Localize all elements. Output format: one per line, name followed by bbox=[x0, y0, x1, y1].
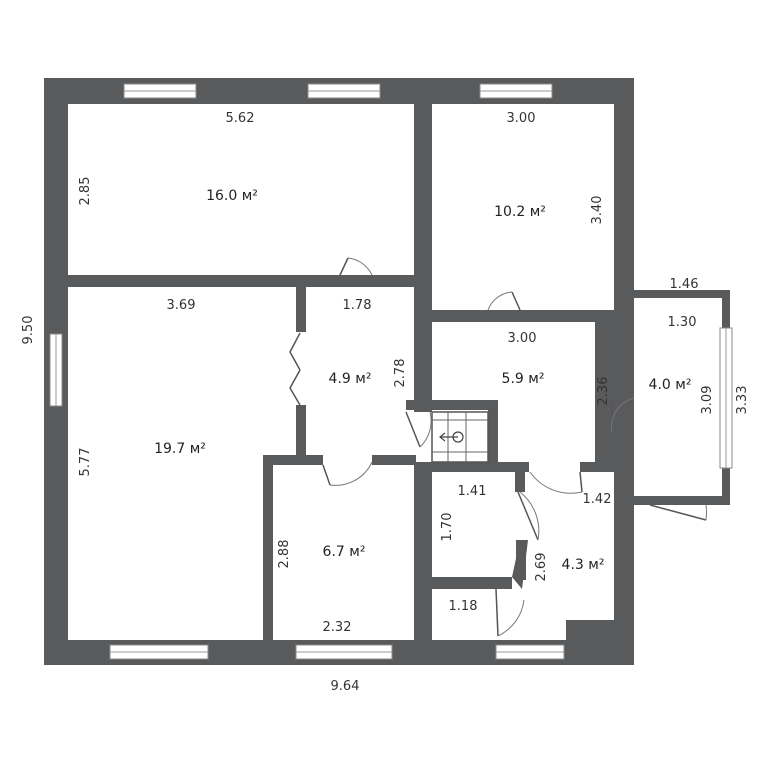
window-bottom-1 bbox=[109, 644, 209, 660]
dim-room-top-right-width: 3.00 bbox=[507, 111, 536, 126]
dim-room-wc-width: 1.41 bbox=[458, 484, 487, 499]
dim-room-annex-height: 3.09 bbox=[700, 386, 715, 415]
door-middle-room bbox=[322, 461, 373, 486]
area-room-top-right: 10.2 м² bbox=[494, 204, 546, 220]
dim-room-top-right-height: 3.40 bbox=[590, 196, 605, 225]
dim-room-hall-height: 2.78 bbox=[393, 359, 408, 388]
dim-room-left-large-width: 3.69 bbox=[167, 298, 196, 313]
dim-room-hall-width: 1.78 bbox=[343, 298, 372, 313]
windows bbox=[49, 83, 733, 660]
area-room-annex: 4.0 м² bbox=[649, 377, 692, 393]
door-top-left-room bbox=[339, 257, 373, 276]
overall-width: 9.64 bbox=[331, 679, 360, 694]
window-top-2 bbox=[307, 83, 381, 99]
door-annex-exterior bbox=[649, 504, 708, 521]
door-closet bbox=[495, 588, 525, 637]
dim-room-wc-height: 1.70 bbox=[440, 513, 455, 542]
area-room-top-left: 16.0 м² bbox=[206, 188, 258, 204]
dim-room-top-left-height: 2.85 bbox=[78, 177, 93, 206]
window-top-3 bbox=[479, 83, 553, 99]
dim-room-small-middle-height: 2.88 bbox=[277, 540, 292, 569]
window-top-1 bbox=[123, 83, 197, 99]
area-room-small-middle: 6.7 м² bbox=[323, 544, 366, 560]
dim-annex-outer-width: 1.46 bbox=[670, 277, 699, 292]
staircase bbox=[431, 411, 489, 463]
dim-room-small-middle-width: 2.32 bbox=[323, 620, 352, 635]
door-bath bbox=[529, 471, 583, 494]
window-bottom-2 bbox=[295, 644, 393, 660]
door-hall-bifold bbox=[289, 332, 301, 406]
window-bottom-3 bbox=[495, 644, 565, 660]
dim-room-corridor-height: 2.36 bbox=[596, 377, 611, 406]
window-annex bbox=[719, 327, 733, 469]
dim-room-bath-height: 2.69 bbox=[534, 553, 549, 582]
door-top-right-room bbox=[487, 291, 521, 311]
dim-room-bath-width: 1.42 bbox=[583, 492, 612, 507]
overall-height: 9.50 bbox=[21, 316, 36, 345]
outer-walls bbox=[44, 78, 730, 665]
dim-room-left-large-height: 5.77 bbox=[78, 448, 93, 477]
dim-room-annex-width: 1.30 bbox=[668, 315, 697, 330]
door-stair bbox=[405, 411, 432, 448]
area-room-left-large: 19.7 м² bbox=[154, 441, 206, 457]
door-wc bbox=[517, 491, 540, 541]
door-annex bbox=[611, 397, 635, 433]
window-left bbox=[49, 333, 63, 407]
doors bbox=[289, 257, 708, 637]
area-room-corridor: 5.9 м² bbox=[502, 371, 545, 387]
area-room-bath: 4.3 м² bbox=[562, 557, 605, 573]
dim-room-closet-width: 1.18 bbox=[449, 599, 478, 614]
inner-walls bbox=[68, 78, 614, 645]
dim-annex-outer-height: 3.33 bbox=[735, 386, 750, 415]
area-room-hall: 4.9 м² bbox=[329, 371, 372, 387]
dim-room-corridor-width: 3.00 bbox=[508, 331, 537, 346]
dim-room-top-left-width: 5.62 bbox=[226, 111, 255, 126]
